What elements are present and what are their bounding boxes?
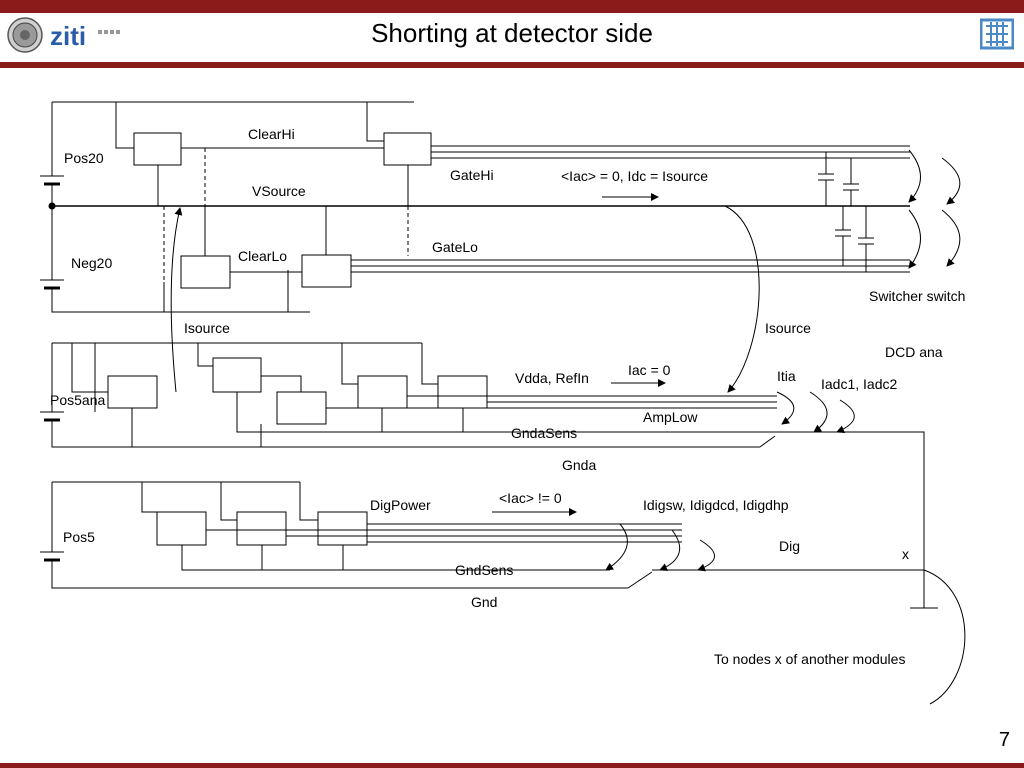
pos20-label: Pos20	[64, 150, 104, 166]
isource-left-label: Isource	[184, 320, 230, 336]
iadc-label: Iadc1, Iadc2	[821, 376, 898, 392]
itia-label: Itia	[777, 368, 796, 384]
ziti-logo: ziti	[7, 17, 120, 53]
slide-title: Shorting at detector side	[371, 18, 653, 48]
idig-label: Idigsw, Idigdcd, Idigdhp	[643, 497, 789, 513]
pos5ana-label: Pos5ana	[50, 392, 106, 408]
gatehi-label: GateHi	[450, 167, 494, 183]
digpower-lines	[206, 523, 682, 543]
institute-logo-icon	[980, 18, 1014, 50]
vdda-lines	[407, 395, 777, 403]
university-seal-icon	[7, 17, 43, 53]
gndsens-label: GndSens	[455, 562, 514, 578]
dig-label: Dig	[779, 538, 801, 554]
gatelo-box	[301, 254, 352, 288]
ziti-logo-text: ziti	[50, 21, 86, 51]
gatehi-lines	[431, 145, 910, 159]
neg20-label: Neg20	[71, 255, 113, 271]
pos5ana-box-3	[276, 391, 327, 425]
x-node-label: x	[902, 546, 909, 562]
digpower-label: DigPower	[370, 497, 431, 513]
to-nodes-label: To nodes x of another modules	[714, 651, 906, 667]
gnda-label: Gnda	[562, 457, 597, 473]
clearhi-label: ClearHi	[248, 126, 295, 142]
iac-nonzero-label: <Iac> != 0	[499, 490, 562, 506]
isource-right-label: Isource	[765, 320, 811, 336]
amplow-label: AmpLow	[643, 409, 698, 425]
header-divider	[0, 62, 1024, 68]
gnd-label: Gnd	[471, 594, 498, 610]
pos5ana-box-4	[357, 375, 408, 409]
pos5-box-1	[156, 511, 207, 546]
pos5ana-box-1	[107, 375, 158, 409]
pos5-box-2	[236, 511, 287, 546]
pos5ana-box-5	[437, 375, 488, 409]
switcher-switch-label: Switcher switch	[869, 288, 966, 304]
bottom-bar	[0, 763, 1024, 768]
pos5ana-box-2	[212, 357, 262, 393]
clearlo-label: ClearLo	[238, 248, 288, 264]
clearlo-box	[180, 255, 231, 289]
vsource-label: VSource	[252, 183, 306, 199]
iac-zero-label: Iac = 0	[628, 362, 671, 378]
gatelo-label: GateLo	[432, 239, 478, 255]
top-bar	[0, 0, 1024, 13]
vdda-refin-label: Vdda, RefIn	[515, 370, 589, 386]
gatehi-box	[383, 132, 432, 166]
pos5-box-3	[317, 511, 368, 546]
to-nodes-curve	[923, 569, 966, 705]
gndasens-label: GndaSens	[511, 425, 578, 441]
gatelo-lines	[351, 259, 910, 273]
clearhi-box	[133, 132, 182, 166]
pos5-label: Pos5	[63, 529, 95, 545]
dcd-ana-label: DCD ana	[885, 344, 943, 360]
iac-dc-label: <Iac> = 0, Idc = Isource	[561, 168, 709, 184]
page-number: 7	[998, 729, 1010, 751]
